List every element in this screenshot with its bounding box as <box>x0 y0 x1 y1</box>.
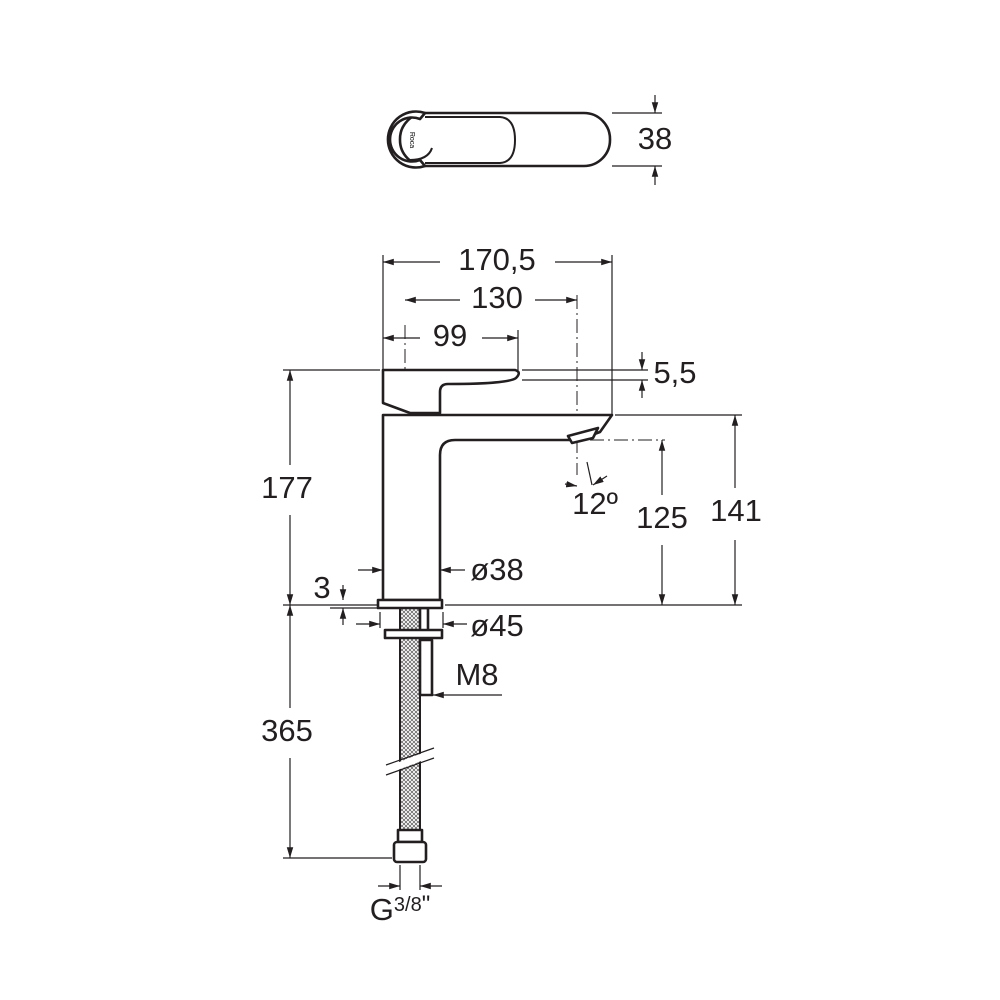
fixing-washer <box>383 628 444 640</box>
dim-outlet-height: 125 <box>636 500 688 535</box>
dim-lever-thickness: 5,5 <box>653 355 696 390</box>
dim-spout-reach: 130 <box>471 280 523 315</box>
dim-base-diameter: ø45 <box>470 608 523 643</box>
hose-nut <box>392 840 428 864</box>
side-view: 170,5 130 99 5,5 177 365 3 141 <box>261 242 762 927</box>
base-flange <box>376 598 444 610</box>
lever-handle <box>381 368 521 415</box>
braided-hose <box>399 607 421 834</box>
body-top-ring <box>386 110 427 169</box>
lever-top-outline <box>398 111 612 168</box>
lever-inner-edge <box>425 116 517 164</box>
top-view: Roca 38 <box>386 95 672 185</box>
logo-arc <box>409 147 433 161</box>
hose-ferrule <box>396 828 424 844</box>
dim-spout-height: 141 <box>710 493 762 528</box>
dim-body-diameter: ø38 <box>470 552 523 587</box>
dim-spout-angle: 12º <box>572 486 618 521</box>
dim-body-height: 177 <box>261 470 313 505</box>
dim-overall-reach: 170,5 <box>458 242 536 277</box>
threaded-rod <box>418 638 434 697</box>
aerator <box>566 426 600 445</box>
dim-width-label: 38 <box>638 121 672 156</box>
dim-base-thickness: 3 <box>313 570 330 605</box>
dim-hose-length: 365 <box>261 713 313 748</box>
dim-hose-connection: G3/8" <box>370 891 430 927</box>
dim-stud-thread: M8 <box>455 657 498 692</box>
dim-lever-reach: 99 <box>433 318 467 353</box>
brand-logo: Roca <box>408 132 415 148</box>
